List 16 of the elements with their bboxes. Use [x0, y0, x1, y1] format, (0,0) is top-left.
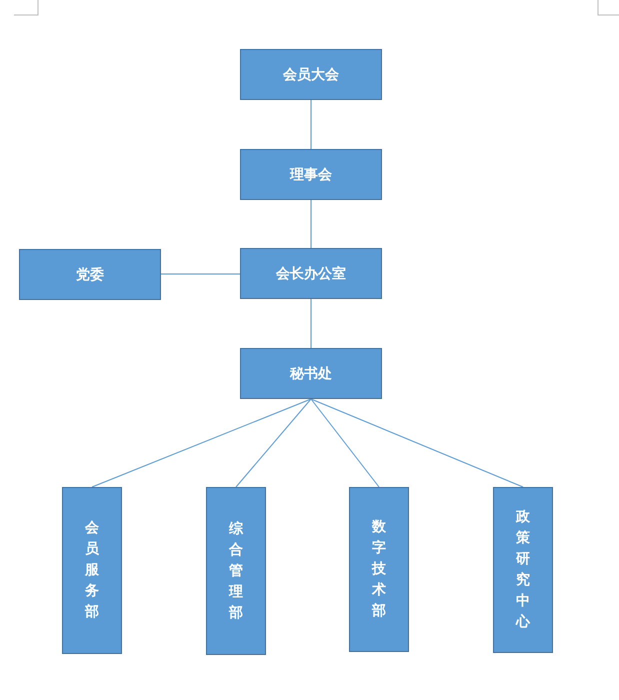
- connector-line: [310, 100, 312, 150]
- org-box: 会员大会: [240, 49, 382, 100]
- connector-line: [92, 398, 312, 488]
- org-box: 理事会: [240, 149, 382, 200]
- org-box: 数字技术部: [349, 487, 409, 652]
- connector-line: [310, 398, 380, 488]
- connector-line: [310, 398, 524, 488]
- org-box: 政策研究中心: [493, 487, 553, 653]
- org-box: 党委: [19, 249, 161, 300]
- connector-line: [310, 298, 312, 348]
- org-box: 秘书处: [240, 348, 382, 399]
- org-box: 综合管理部: [206, 487, 266, 655]
- connector-line: [310, 200, 312, 248]
- org-box: 会员服务部: [62, 487, 122, 654]
- org-box: 会长办公室: [240, 248, 382, 299]
- connector-line: [236, 398, 312, 488]
